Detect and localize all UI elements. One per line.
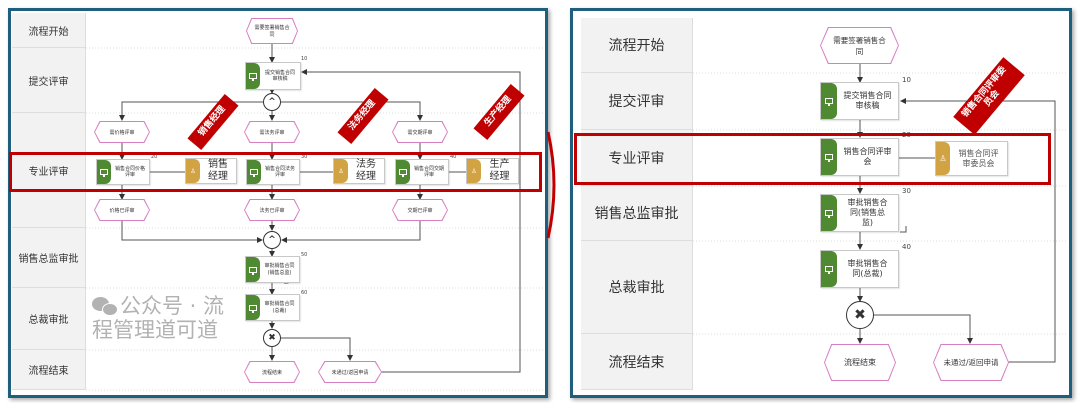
task-number: 40 <box>450 154 457 160</box>
monitor-icon <box>825 154 833 162</box>
lane-label: 提交评审 <box>581 73 693 130</box>
xor-gateway-icon: ✖ <box>263 329 281 347</box>
event-need-delivery: 需交期评审 <box>393 122 447 142</box>
task-number: 20 <box>151 154 158 160</box>
task-number: 30 <box>902 187 911 195</box>
lane-label: 总裁审批 <box>12 288 86 350</box>
end-event: 流程结束 <box>245 362 299 382</box>
event-legal-done: 法务已评审 <box>245 200 299 220</box>
task-30: 审批销售合同(销售总监) <box>820 194 899 232</box>
task-40: 审批销售合同(总裁) <box>820 250 899 288</box>
monitor-icon <box>825 266 833 274</box>
end-event: 流程结束 <box>825 345 895 380</box>
lane-label: 总裁审批 <box>581 241 693 334</box>
task-10: 提交销售合同审核稿 <box>820 82 899 120</box>
role-production-manager: ♙生产经理 <box>466 158 519 184</box>
event-price-done: 价格已评审 <box>95 200 149 220</box>
lane-label: 流程结束 <box>581 334 693 390</box>
monitor-icon <box>249 73 257 81</box>
monitor-icon <box>825 210 833 218</box>
lane-label: 提交评审 <box>12 48 86 113</box>
lane-label: 流程结束 <box>12 350 86 390</box>
reject-event: 未通过/返回申请 <box>319 362 381 382</box>
person-icon: ♙ <box>190 167 196 175</box>
task-20: 销售合同价格评审 <box>96 159 150 185</box>
event-need-price: 需价格评审 <box>95 122 149 142</box>
xor-gateway-icon: ✖ <box>846 301 874 329</box>
watermark-text: 公众号 · 流程管理道可道 <box>92 294 225 342</box>
lane-label: 专业评审 <box>12 113 86 228</box>
person-icon: ♙ <box>338 167 344 175</box>
highlight-box <box>9 152 542 192</box>
task-number: 30 <box>301 154 308 160</box>
event-delivery-done: 交期已评审 <box>393 200 447 220</box>
monitor-icon <box>249 304 257 313</box>
role-review-committee: ♙销售合同评审委员会 <box>935 141 1008 176</box>
task-number: 60 <box>301 290 308 296</box>
task-number: 10 <box>301 56 308 62</box>
monitor-icon <box>249 266 257 275</box>
task-30: 销售合同法务评审 <box>246 159 300 185</box>
task-number: 10 <box>902 76 911 84</box>
task-50: 审批销售合同(销售总监) <box>245 256 300 283</box>
watermark: 公众号 · 流程管理道可道 <box>92 294 242 342</box>
wechat-icon <box>92 297 120 317</box>
lane-label: 流程开始 <box>12 13 86 48</box>
lane-label: 流程开始 <box>581 18 693 73</box>
left-connectors <box>86 43 544 391</box>
transition-arrow-icon <box>546 131 556 239</box>
monitor-icon <box>250 169 258 177</box>
task-10: 提交销售合同审核稿 <box>245 62 301 90</box>
person-icon: ♙ <box>939 154 947 163</box>
task-20: 销售合同评审会 <box>820 138 899 176</box>
task-number: 40 <box>902 243 911 251</box>
and-gateway-icon: ^ <box>263 231 281 249</box>
monitor-icon <box>100 169 108 177</box>
person-icon: ♙ <box>471 167 477 175</box>
monitor-icon <box>825 98 833 106</box>
start-event: 需要签署销售合同 <box>247 19 297 43</box>
lane-label: 专业评审 <box>581 130 693 186</box>
lane-label: 销售总监审批 <box>12 228 86 288</box>
reject-event: 未通过/返回申请 <box>934 345 1008 380</box>
task-60: 审批销售合同(总裁) <box>245 294 300 321</box>
start-event: 需要签署销售合同 <box>821 28 898 63</box>
highlight-box <box>574 133 1051 185</box>
monitor-icon <box>399 169 407 177</box>
role-legal-manager: ♙法务经理 <box>333 158 385 184</box>
task-number: 50 <box>301 252 308 258</box>
and-gateway-icon: ^ <box>263 93 281 111</box>
event-need-legal: 需法务评审 <box>245 122 299 142</box>
role-sales-manager: ♙销售经理 <box>185 158 237 184</box>
task-40: 销售合同交期评审 <box>395 159 449 185</box>
lane-label: 销售总监审批 <box>581 186 693 241</box>
